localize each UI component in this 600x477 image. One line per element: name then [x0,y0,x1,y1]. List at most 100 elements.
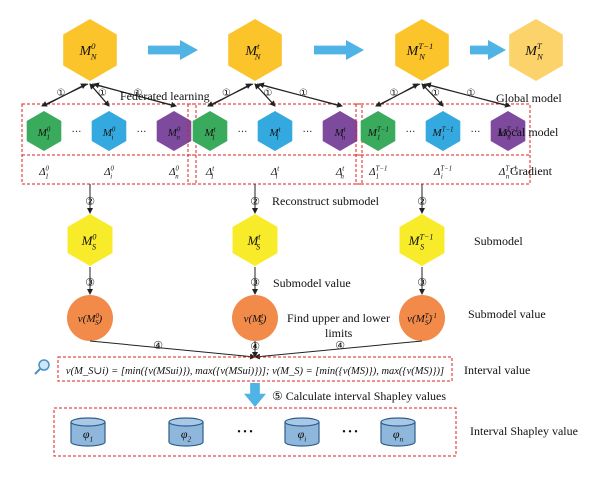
cylinder-top [70,417,106,427]
local-model-hexagon [192,111,228,151]
interval-formula: v(M_S∪i) = [min({v(MSui)}), max({v(MSui)… [66,366,444,377]
interval-arrow [254,340,423,360]
interval-arrow [89,340,256,360]
step-1-label: ① [299,88,308,99]
download-arrow [423,83,511,108]
arrow-right-icon [148,40,198,60]
step-1-label: ① [134,88,143,99]
step-3-label: ③ [250,276,260,289]
step-4-label: ④ [250,340,260,353]
step-1-label: ① [467,88,476,99]
local-model-hexagon [360,111,396,151]
step-4-label: ④ [335,339,345,352]
shapley-cylinder [284,422,320,447]
submodel-hexagon [399,214,445,266]
cylinder-top [168,417,204,427]
reconstruct-submodel-label: Reconstruct submodel [272,194,380,208]
download-arrow [256,83,343,108]
submodel-value-circle [232,295,278,341]
submodel-title: Submodel [474,234,523,248]
ellipsis-dots: • • • [342,427,358,438]
step-1-label: ① [222,88,231,99]
local-model-hexagon [91,111,127,151]
find-limits-label: Find upper and lower [287,311,390,325]
step-1-label: ① [431,88,440,99]
step-1-label: ① [57,88,66,99]
submodel-hexagon [67,214,113,266]
step-1-label: ① [264,88,273,99]
submodel-hexagon [232,214,278,266]
download-arrow [207,83,254,107]
ellipsis-dots: ··· [303,127,313,138]
calculate-shapley-label: ⑤ Calculate interval Shapley values [272,389,446,403]
step-1-label: ① [390,88,399,99]
step-2-label: ② [250,195,260,208]
arrow-right-icon [470,40,506,60]
interval-shapley-title: Interval Shapley value [470,424,578,438]
ellipsis-dots: ··· [72,127,82,138]
global-model-hexagon [509,19,563,81]
step-2-label: ② [85,195,95,208]
local-model-hexagon [322,111,358,151]
cylinder-top [380,417,416,427]
download-arrow [91,83,177,108]
global-model-hexagon [63,19,117,81]
local-model-hexagon [425,111,461,151]
global-model-hexagon [395,19,449,81]
shapley-value-box [53,407,457,457]
shapley-label: φn [393,427,404,444]
step-1-label: ① [98,88,107,99]
global-model-title: Global model [496,91,562,105]
magnifier-icon [38,359,50,371]
gradient-title: Gradient [510,164,553,178]
ellipsis-dots: • • • [237,427,253,438]
ellipsis-dots: ··· [137,127,147,138]
step-3-label: ③ [417,276,427,289]
submodel-value-title: Submodel value [468,307,546,321]
arrow-right-icon [314,40,364,60]
interval-value-box [57,356,453,382]
shapley-cylinder [70,422,106,447]
arrow-down-icon [244,383,266,407]
global-model-hexagon [228,19,282,81]
ellipsis-dots: ··· [238,127,248,138]
submodel-value-mid-label: Submodel value [273,276,351,290]
step-2-label: ② [417,195,427,208]
download-arrow [41,83,89,107]
shapley-cylinder [380,422,416,447]
ellipsis-dots: ··· [406,127,416,138]
local-model-hexagon [257,111,293,151]
shapley-label: φ2 [181,427,192,444]
magnifier-handle [34,368,41,375]
interval-value-title: Interval value [464,363,530,377]
local-model-hexagon [26,111,62,151]
download-arrow [375,83,421,107]
submodel-value-circle [399,295,445,341]
submodel-value-circle [67,295,113,341]
cylinder-top [284,417,320,427]
ellipsis-dots: ··· [471,127,481,138]
local-model-hexagon [490,111,526,151]
